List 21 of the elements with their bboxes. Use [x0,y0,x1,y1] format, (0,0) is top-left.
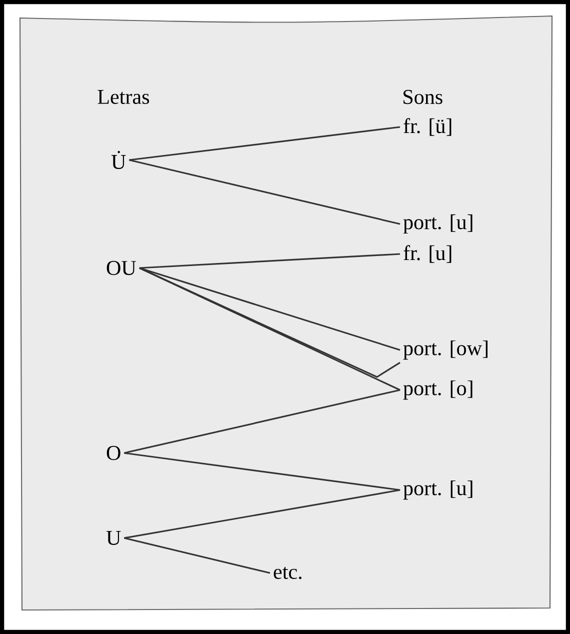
column-heading: Letras [98,90,150,104]
sound-label: U [106,531,121,545]
sound-label: port. [u] [403,214,472,234]
connector-line [129,126,400,161]
sound-label: fr. [u] [404,245,452,263]
sound-label: OU [106,260,136,276]
connector-line [124,452,400,491]
sound-label: port. [u] [403,480,472,500]
connector-line [139,253,400,269]
sound-label: port. [o] [403,380,472,400]
sound-label: port. [ow] [403,340,488,360]
column-heading: Sons [404,90,442,104]
sound-label: etc. [274,566,302,580]
connector-line [124,389,400,454]
connector-line [124,489,400,539]
connector-line [139,267,400,351]
sound-label: O [106,446,120,460]
sound-label: U̇ [111,150,126,170]
connector-line [129,159,400,225]
sound-label: fr. [ü] [404,118,452,136]
connector-line [124,537,270,574]
